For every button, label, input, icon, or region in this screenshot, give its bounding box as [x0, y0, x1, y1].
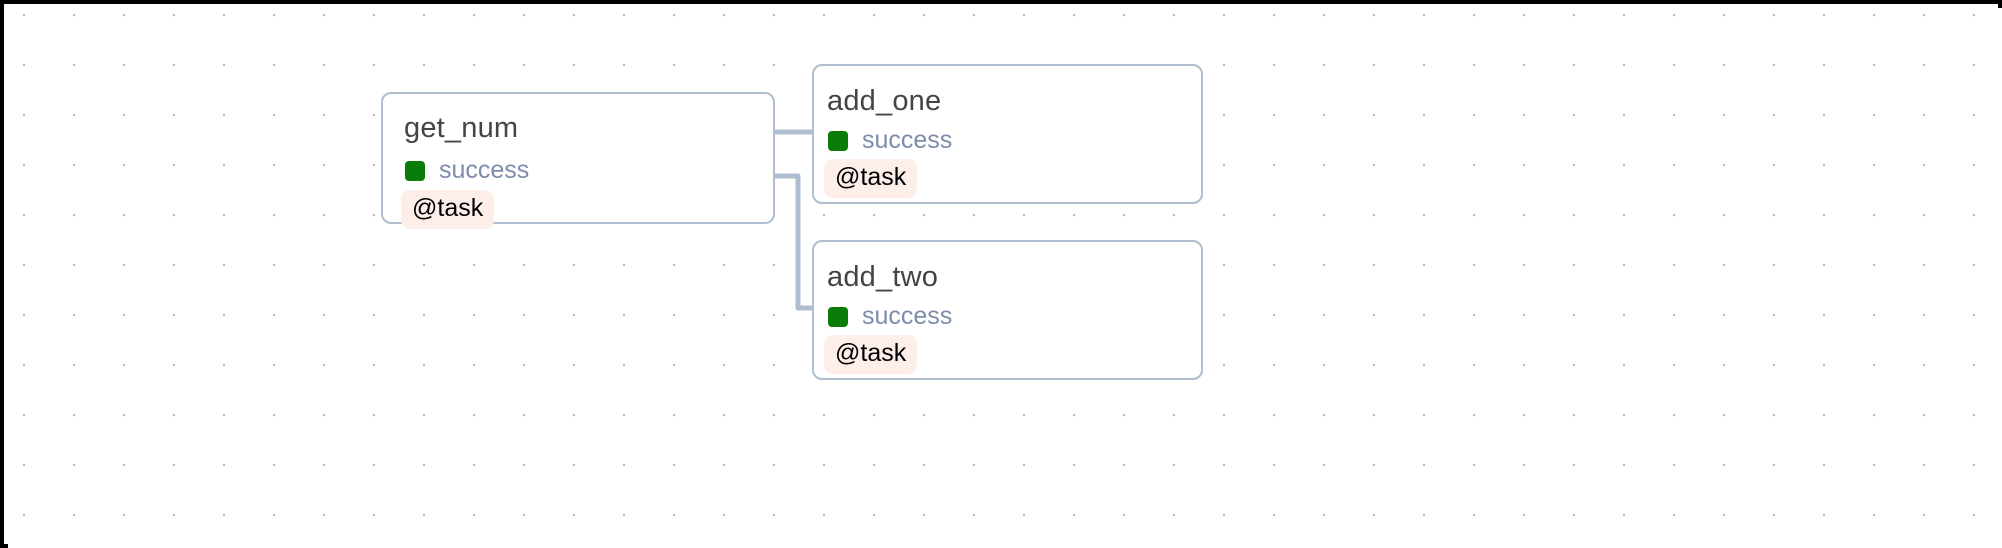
green-square-icon — [405, 160, 425, 181]
node-title: add_one — [827, 85, 942, 117]
node-get_num[interactable]: get_num success @task — [381, 92, 775, 229]
node-add_one[interactable]: add_one success @task — [812, 64, 1203, 204]
node-status: success — [405, 156, 529, 185]
node-add_two[interactable]: add_two success @task — [812, 240, 1203, 380]
node-title: get_num — [404, 112, 519, 144]
task-badge: @task — [401, 190, 495, 229]
node-status: success — [828, 302, 952, 331]
task-badge: @task — [824, 335, 918, 374]
green-square-icon — [828, 130, 848, 151]
task-badge: @task — [824, 159, 918, 198]
workflow-canvas[interactable]: get_num success @task add_one success @t… — [8, 8, 2002, 548]
node-status: success — [828, 126, 952, 155]
status-label: success — [862, 126, 953, 154]
green-square-icon — [828, 306, 848, 327]
status-label: success — [862, 302, 953, 330]
node-title: add_two — [827, 261, 939, 293]
edge-get_num-add_two — [774, 173, 812, 311]
status-label: success — [439, 156, 530, 184]
